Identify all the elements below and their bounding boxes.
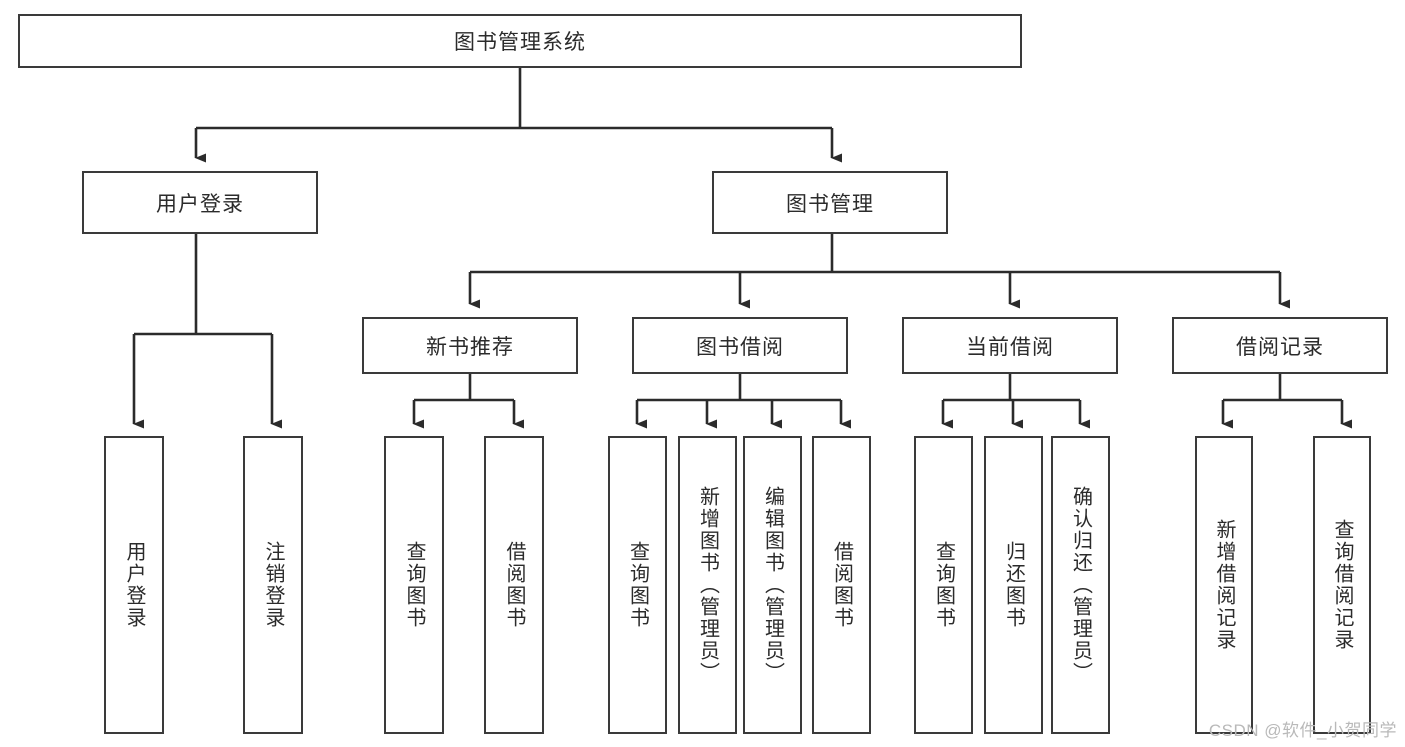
leaf-edit-book[interactable]: 编辑图书（管理员） — [743, 436, 802, 734]
node-root[interactable]: 图书管理系统 — [18, 14, 1022, 68]
leaf-user-login-label: 用户登录 — [123, 541, 145, 629]
node-user-login-label: 用户登录 — [156, 192, 244, 216]
leaf-logout[interactable]: 注销登录 — [243, 436, 303, 734]
node-book-borrow[interactable]: 图书借阅 — [632, 317, 848, 374]
leaf-borrow-book-1[interactable]: 借阅图书 — [484, 436, 544, 734]
leaf-query-book-3-label: 查询图书 — [932, 541, 955, 629]
leaf-query-book-2[interactable]: 查询图书 — [608, 436, 667, 734]
leaf-borrow-book-2-label: 借阅图书 — [830, 541, 853, 629]
leaf-borrow-book-1-label: 借阅图书 — [503, 541, 525, 629]
leaf-logout-label: 注销登录 — [262, 541, 284, 629]
node-user-login[interactable]: 用户登录 — [82, 171, 318, 234]
node-current-borrow[interactable]: 当前借阅 — [902, 317, 1118, 374]
leaf-query-book-2-label: 查询图书 — [626, 541, 649, 629]
node-book-management-label: 图书管理 — [786, 192, 874, 216]
leaf-add-book-label: 新增图书（管理员） — [696, 486, 719, 684]
leaf-user-login[interactable]: 用户登录 — [104, 436, 164, 734]
watermark: CSDN @软件_小贺同学 — [1208, 721, 1397, 740]
leaf-query-book-1[interactable]: 查询图书 — [384, 436, 444, 734]
leaf-confirm-return-label: 确认归还（管理员） — [1069, 486, 1092, 684]
leaf-query-record-label: 查询借阅记录 — [1331, 519, 1353, 651]
node-borrow-record-label: 借阅记录 — [1236, 335, 1324, 359]
leaf-borrow-book-2[interactable]: 借阅图书 — [812, 436, 871, 734]
node-new-book-recommend-label: 新书推荐 — [426, 335, 514, 359]
leaf-edit-book-label: 编辑图书（管理员） — [761, 486, 784, 684]
node-current-borrow-label: 当前借阅 — [966, 335, 1054, 359]
leaf-query-book-3[interactable]: 查询图书 — [914, 436, 973, 734]
node-book-borrow-label: 图书借阅 — [696, 335, 784, 359]
leaf-query-record[interactable]: 查询借阅记录 — [1313, 436, 1371, 734]
leaf-return-book[interactable]: 归还图书 — [984, 436, 1043, 734]
node-book-management[interactable]: 图书管理 — [712, 171, 948, 234]
leaf-confirm-return[interactable]: 确认归还（管理员） — [1051, 436, 1110, 734]
leaf-add-record[interactable]: 新增借阅记录 — [1195, 436, 1253, 734]
node-borrow-record[interactable]: 借阅记录 — [1172, 317, 1388, 374]
leaf-add-book[interactable]: 新增图书（管理员） — [678, 436, 737, 734]
node-root-label: 图书管理系统 — [454, 31, 586, 54]
node-new-book-recommend[interactable]: 新书推荐 — [362, 317, 578, 374]
leaf-add-record-label: 新增借阅记录 — [1213, 519, 1235, 651]
leaf-return-book-label: 归还图书 — [1002, 541, 1025, 629]
leaf-query-book-1-label: 查询图书 — [403, 541, 425, 629]
